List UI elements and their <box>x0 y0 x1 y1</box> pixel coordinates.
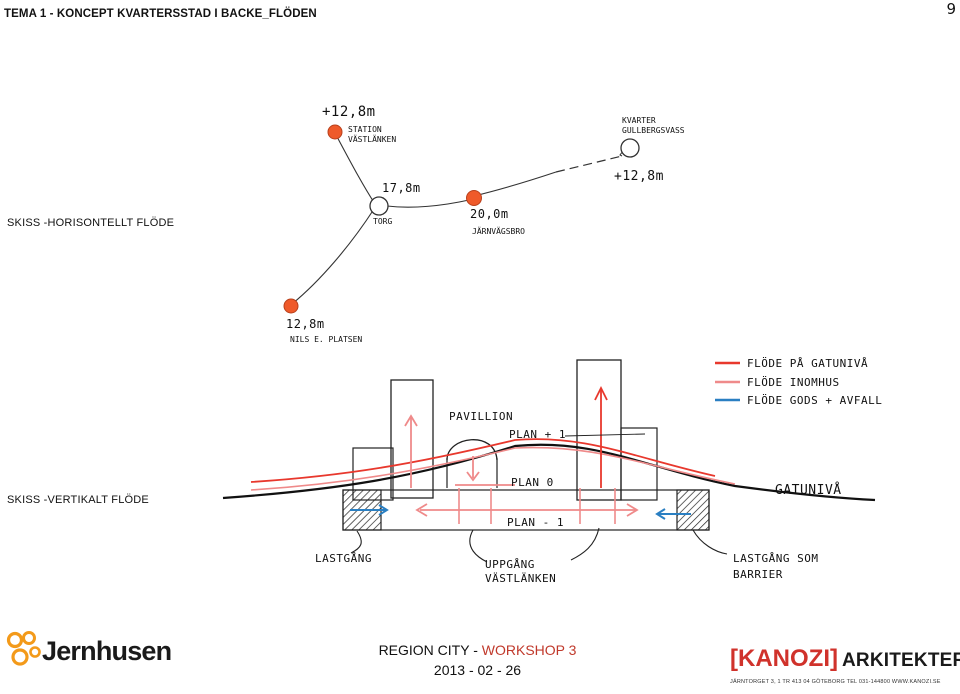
kvarter-name-1: KVARTER <box>622 116 656 125</box>
label-uppgang-2: VÄSTLÄNKEN <box>485 572 556 585</box>
label-vertical-flow: SKISS -VERTIKALT FLÖDE <box>7 494 149 506</box>
sketch-horizontal-flow: +12,8m STATION VÄSTLÄNKEN 17,8m TORG 20,… <box>262 76 706 348</box>
path-torg-nils <box>291 208 375 305</box>
building-right-low <box>620 427 658 501</box>
kvarter-name-2: GULLBERGSVASS <box>622 126 685 135</box>
nils-height: 12,8m <box>286 317 325 331</box>
path-torg-bro <box>386 199 470 208</box>
label-lastgang-barrier-1: LASTGÅNG SOM <box>733 552 818 565</box>
station-height: +12,8m <box>322 104 376 120</box>
street-level-line <box>222 443 876 502</box>
node-jarnvagsbro <box>466 190 482 206</box>
kvarter-height: +12,8m <box>614 169 664 184</box>
label-gatuniva: GATUNIVÅ <box>775 482 842 498</box>
label-uppgang-1: UPPGÅNG <box>485 558 535 571</box>
label-plan0: PLAN 0 <box>511 476 554 489</box>
page-title: TEMA 1 - KONCEPT KVARTERSSTAD I BACKE_FL… <box>4 8 317 20</box>
building-right-tower <box>576 359 622 501</box>
event-title: REGION CITY - WORKSHOP 3 <box>378 642 577 658</box>
torg-name: TORG <box>373 217 392 226</box>
node-nils <box>283 298 299 314</box>
label-plan-minus1: PLAN - 1 <box>507 516 564 529</box>
bro-height: 20,0m <box>470 207 509 221</box>
label-lastgang-barrier-2: BARRIER <box>733 568 783 581</box>
flow-street-red <box>250 438 716 483</box>
kanozi-logo: [KANOZI]ARKITEKTER JÄRNTORGET 3, 1 TR 41… <box>730 645 960 686</box>
node-torg <box>369 196 389 216</box>
legend-label-gods: FLÖDE GODS + AVFALL <box>747 394 882 407</box>
sketch-paper <box>262 76 706 348</box>
jernhusen-mark-icon <box>6 631 41 666</box>
nils-name: NILS E. PLATSEN <box>290 335 362 344</box>
legend-label-inomhus: FLÖDE INOMHUS <box>747 376 840 389</box>
building-left-tower <box>390 379 434 499</box>
node-station <box>327 124 343 140</box>
path-bro-dashed-b <box>555 155 623 173</box>
page-number: 9 <box>946 0 956 18</box>
sketch-vertical-flow: FLÖDE PÅ GATUNIVÅ FLÖDE INOMHUS FLÖDE GO… <box>222 357 882 585</box>
label-lastgang: LASTGÅNG <box>315 552 372 565</box>
footer-event: REGION CITY - WORKSHOP 3 2013 - 02 - 26 <box>330 640 625 680</box>
flow-street-pink <box>250 446 736 491</box>
label-plan-plus1: PLAN + 1 <box>509 428 566 441</box>
bro-name: JÄRNVÄGSBRO <box>472 226 525 236</box>
jernhusen-wordmark: Jernhusen <box>42 636 172 666</box>
hatched-wall-right <box>676 489 710 531</box>
path-bro-dashed-a <box>473 171 557 197</box>
kanozi-address: JÄRNTORGET 3, 1 TR 413 04 GÖTEBORG TEL 0… <box>730 679 941 685</box>
label-pavillion: PAVILLION <box>449 410 513 423</box>
event-date: 2013 - 02 - 26 <box>433 662 522 678</box>
station-name-2: VÄSTLÄNKEN <box>348 134 396 144</box>
node-kvarter <box>620 138 640 158</box>
label-horizontal-flow: SKISS -HORISONTELLT FLÖDE <box>7 217 175 229</box>
station-name-1: STATION <box>348 125 382 134</box>
legend-label-gatuniva: FLÖDE PÅ GATUNIVÅ <box>747 357 868 370</box>
path-station-torg <box>334 132 376 205</box>
torg-height: 17,8m <box>382 181 421 195</box>
jernhusen-logo: Jernhusen <box>4 628 179 676</box>
